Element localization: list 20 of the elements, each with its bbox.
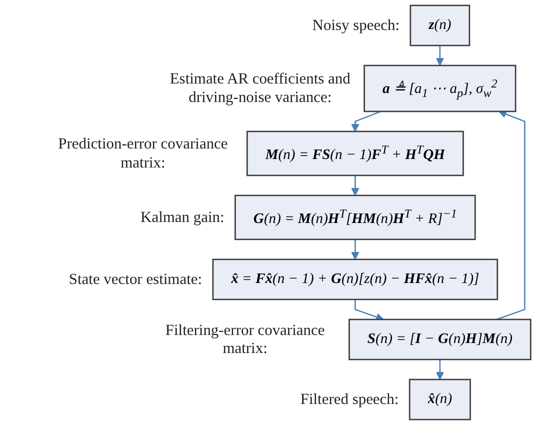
node-box: z(n): [410, 4, 470, 46]
arrow: [436, 360, 444, 380]
arrow: [436, 46, 444, 66]
arrow: [351, 175, 360, 196]
node-box: G(n) = M(n)H$^{T}$[HM(n)H$^{T}$ + R]$^{−1}$: [234, 194, 476, 240]
arrow: [496, 110, 526, 320]
step-caption: Prediction-error covariance matrix:: [57, 134, 229, 172]
step-caption: State vector estimate:: [68, 270, 202, 289]
step-caption: Estimate AR coefficients and driving-noise variance:: [168, 70, 352, 108]
node-box: M(n) = FS(n − 1)F$^{T}$ + H$^{T}$QH: [246, 130, 464, 176]
step-caption: Filtering-error covariance matrix:: [164, 320, 326, 358]
step-caption: Noisy speech:: [312, 16, 400, 35]
step-caption: Kalman gain:: [140, 208, 224, 227]
node-box: x̂ = Fx̂(n − 1) + G(n)[z(n) − HFx̂(n − 1)]: [212, 258, 498, 300]
node-box: S(n) = [I − G(n)H]M(n): [348, 318, 532, 360]
arrow: [351, 110, 382, 132]
arrow: [354, 299, 384, 321]
node-box: x̂(n): [408, 378, 471, 420]
arrow: [351, 239, 360, 260]
step-caption: Filtered speech:: [300, 390, 399, 409]
